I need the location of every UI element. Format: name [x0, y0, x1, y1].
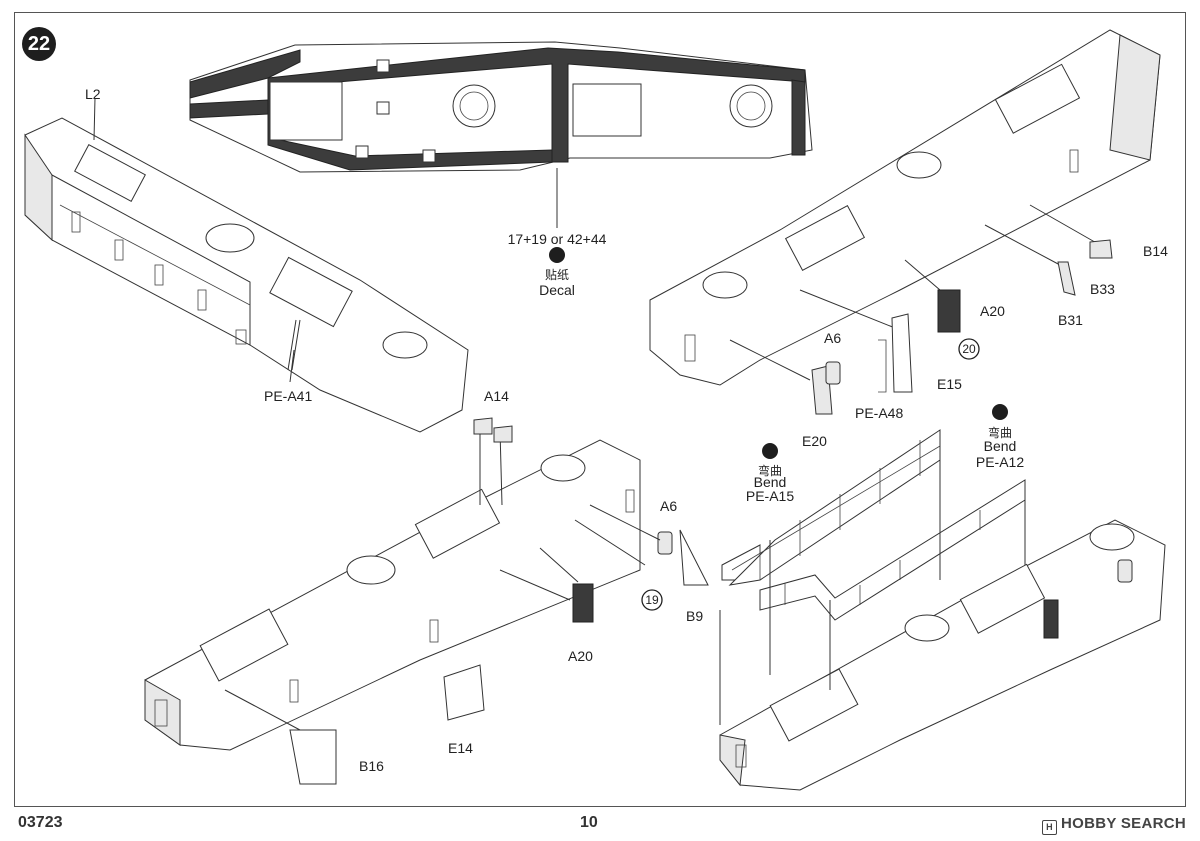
hull-assembly-bottom-right [719, 404, 1166, 791]
page-number: 10 [580, 814, 598, 831]
brand-logo-icon: H [1041, 820, 1057, 835]
callout-number-20: 20 [962, 342, 976, 356]
bend-a12-cn: 弯曲 [987, 426, 1013, 440]
part-label-pe-a15: PE-A15 [745, 488, 795, 504]
bend-a12-en: Bend [983, 438, 1017, 454]
part-label-e14: E14 [448, 740, 473, 756]
hull-assembly-bottom-left [144, 417, 709, 785]
decal-options-label: 17+19 or 42+44 [507, 231, 607, 247]
product-code: 03723 [18, 814, 63, 831]
bend-a15-cn: 弯曲 [757, 464, 783, 478]
part-label-a6-bottom: A6 [660, 498, 678, 514]
part-label-b33: B33 [1090, 281, 1115, 297]
part-label-a6-top: A6 [824, 330, 842, 346]
part-label-a20-top: A20 [980, 303, 1005, 319]
bend-a15-en: Bend [753, 474, 787, 490]
part-label-b14: B14 [1143, 243, 1168, 259]
part-label-e15: E15 [937, 376, 962, 392]
part-label-pe-a12: PE-A12 [975, 454, 1025, 470]
decal-hull-plate [189, 41, 813, 228]
page-frame [14, 12, 1186, 807]
decal-en-label: Decal [539, 282, 575, 298]
part-label-b9: B9 [686, 608, 704, 624]
part-label-pe-a48: PE-A48 [855, 405, 904, 421]
decal-cn-label: 贴纸 [544, 268, 570, 282]
hull-assembly-top-right [649, 29, 1161, 415]
part-label-a14: A14 [484, 388, 509, 404]
hull-assembly-top-left [24, 97, 469, 433]
part-label-a20-bottom: A20 [568, 648, 593, 664]
part-label-l2: L2 [85, 86, 101, 102]
part-label-pe-a41: PE-A41 [264, 388, 313, 404]
callout-number-19: 19 [645, 593, 659, 607]
part-label-e20: E20 [802, 433, 827, 449]
part-label-b31: B31 [1058, 312, 1083, 328]
part-label-b16: B16 [359, 758, 384, 774]
decal-icon [549, 247, 565, 263]
brand-name: HOBBY SEARCH [1060, 815, 1186, 832]
step-number-badge: 22 [22, 27, 56, 61]
